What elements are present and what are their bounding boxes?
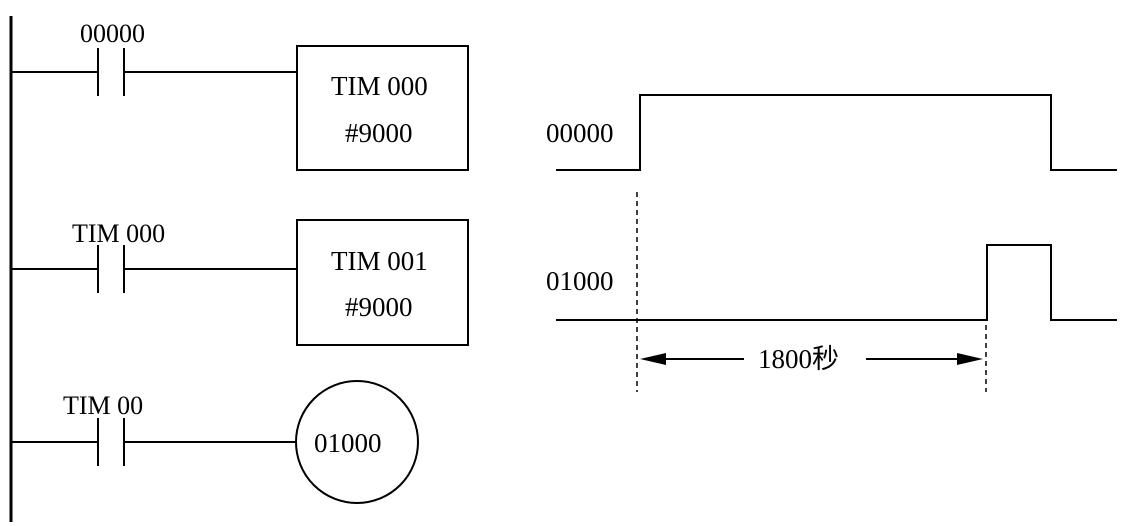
- signal-1-waveform: [556, 94, 1117, 171]
- rung-2-timer-box: [296, 219, 469, 346]
- signal-1-label: 00000: [546, 118, 614, 148]
- signal-2-label: 01000: [546, 266, 614, 296]
- arrowhead-left-icon: [640, 353, 666, 365]
- duration-arrow: 1800秒: [640, 344, 983, 374]
- rung-2-timer-preset: #9000: [345, 292, 413, 322]
- rung-1-timer-name: TIM 000: [331, 71, 428, 101]
- rung-2-contact-label: TIM 000: [72, 219, 165, 248]
- rung-1-timer-preset: #9000: [345, 118, 413, 148]
- rung-3-output-coil: [295, 380, 419, 504]
- duration-label: 1800秒: [758, 344, 839, 374]
- rung-3-coil-label: 01000: [314, 428, 382, 458]
- rung-2: TIM 000 TIM 001 #9000: [11, 219, 469, 346]
- rung-3: TIM 00 01000: [11, 380, 419, 504]
- rung-1-contact-label: 00000: [80, 19, 145, 48]
- signal-2-waveform: [556, 244, 1117, 321]
- rung-1-timer-box: [296, 45, 469, 171]
- rung-2-timer-name: TIM 001: [331, 246, 428, 276]
- rung-3-contact-label: TIM 00: [63, 391, 143, 420]
- arrowhead-right-icon: [957, 353, 983, 365]
- rung-1: 00000 TIM 000 #9000: [11, 19, 469, 171]
